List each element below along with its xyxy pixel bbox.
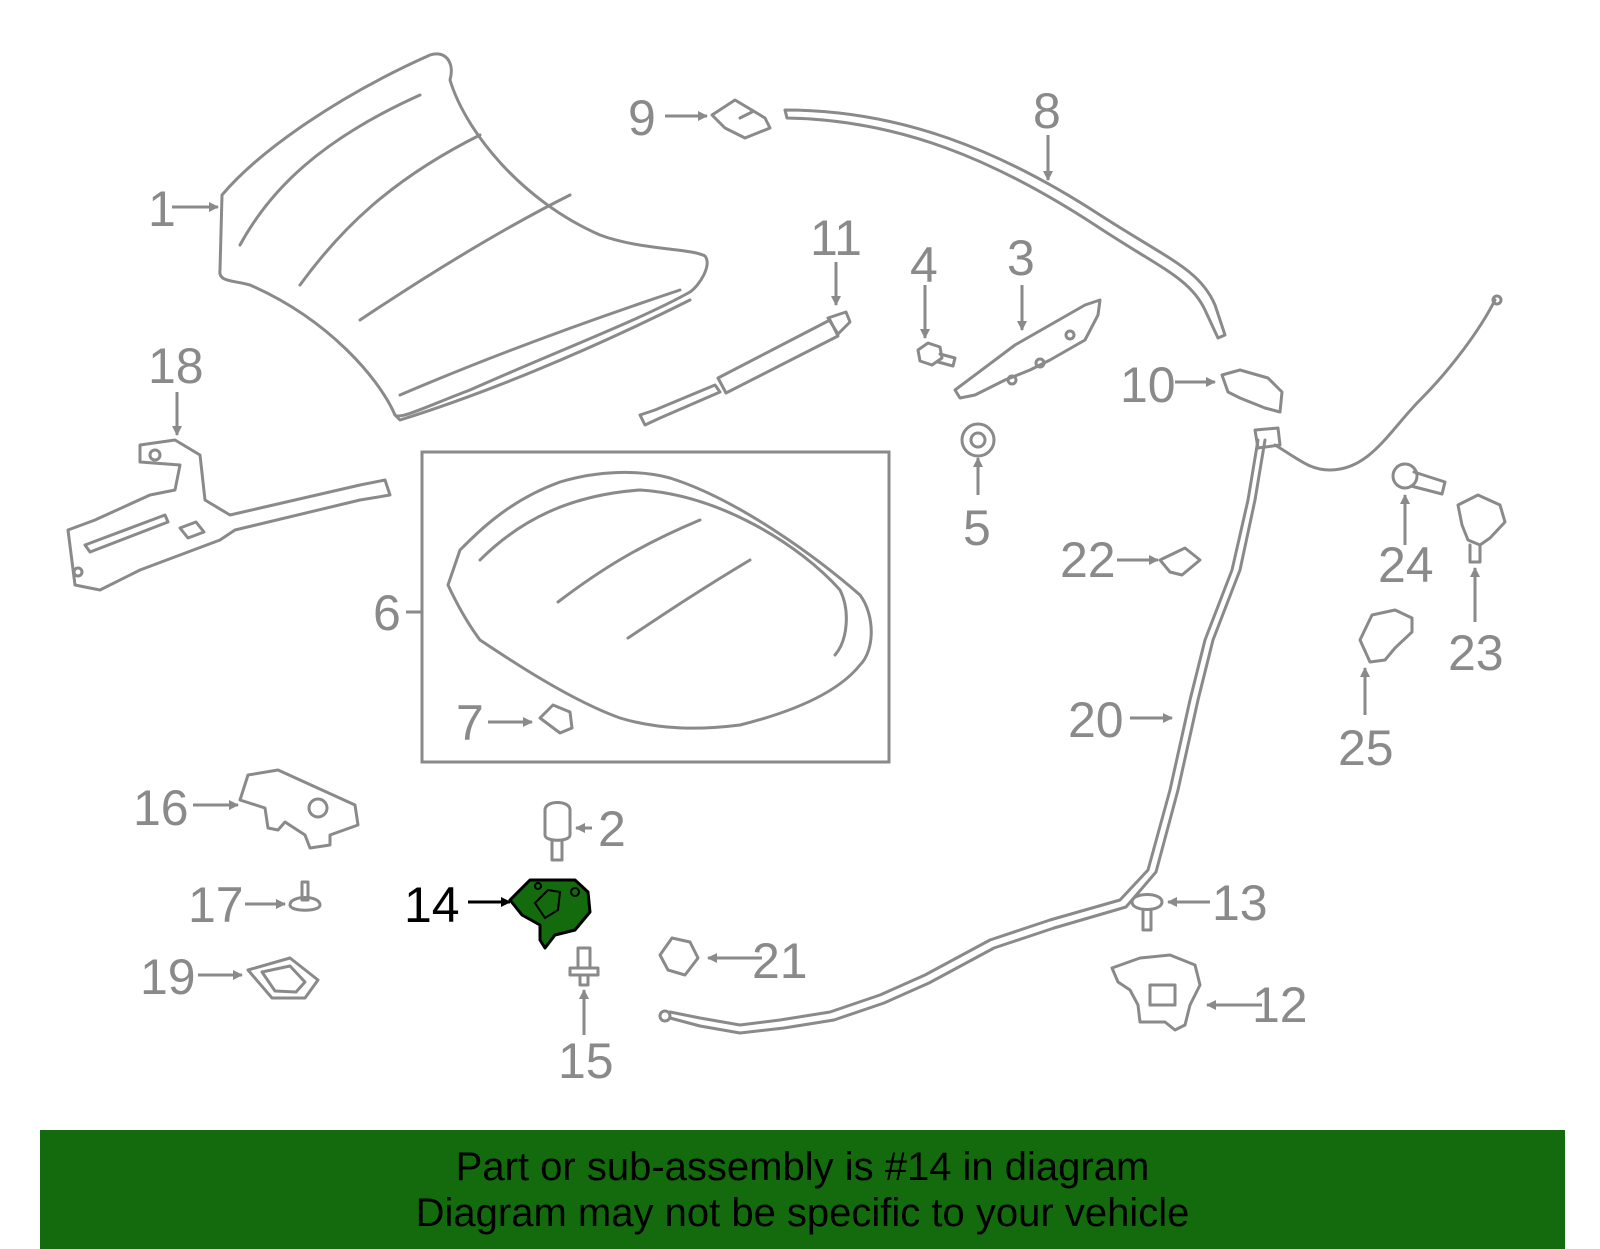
part-10-cushion [1220,368,1284,414]
part-11-strut [638,310,852,427]
callout-7: 7 [456,695,484,751]
part-6-insulator-group [420,450,891,764]
banner-line-part-number: Part or sub-assembly is #14 in diagram [455,1144,1150,1189]
part-18-bracket [66,438,392,592]
part-19-pad [246,956,320,1000]
callout-2: 2 [598,801,626,857]
callout-15: 15 [558,1033,614,1089]
callout-16: 16 [133,780,189,836]
callout-19: 19 [140,949,196,1005]
part-12-latch [1110,953,1202,1032]
part-23-bumper [1456,493,1507,564]
part-24-bolt [1391,462,1447,496]
part-5-grommet [960,422,996,458]
callout-23: 23 [1448,625,1504,681]
callout-6: 6 [373,585,401,641]
callout-25: 25 [1338,720,1394,776]
callout-10: 10 [1120,357,1176,413]
part-25-bumper [1358,608,1414,664]
info-banner: Part or sub-assembly is #14 in diagram D… [40,1130,1565,1249]
banner-line-disclaimer: Diagram may not be specific to your vehi… [415,1190,1190,1235]
part-8-seal [783,108,1227,340]
callout-9: 9 [628,90,656,146]
callout-1: 1 [148,181,176,237]
callout-4: 4 [910,237,938,293]
callout-22: 22 [1060,532,1116,588]
part-2-bumper-stop [543,801,572,862]
part-9-clip [710,98,772,140]
part-13-screw [1130,893,1164,932]
part-1-hood [218,52,709,422]
callout-13: 13 [1212,875,1268,931]
callout-12: 12 [1252,977,1308,1033]
part-4-bolt [916,341,957,368]
callout-18: 18 [148,338,204,394]
part-3-hinge [953,298,1102,400]
callout-3: 3 [1007,230,1035,286]
part-17-clip [288,880,322,912]
part-16-striker [238,768,360,850]
part-22-clip [1158,546,1202,577]
part-15-bolt [568,946,600,987]
part-14-highlighted[interactable] [508,878,592,950]
callout-17: 17 [188,877,244,933]
callout-24: 24 [1378,537,1434,593]
callout-14-highlighted: 14 [404,877,460,933]
part-21-clip [658,936,700,977]
callout-5: 5 [963,500,991,556]
part-20-release-cable [658,294,1503,1035]
callout-20: 20 [1068,692,1124,748]
callout-8: 8 [1033,83,1061,139]
callout-11: 11 [810,210,862,266]
callout-21: 21 [752,933,808,989]
